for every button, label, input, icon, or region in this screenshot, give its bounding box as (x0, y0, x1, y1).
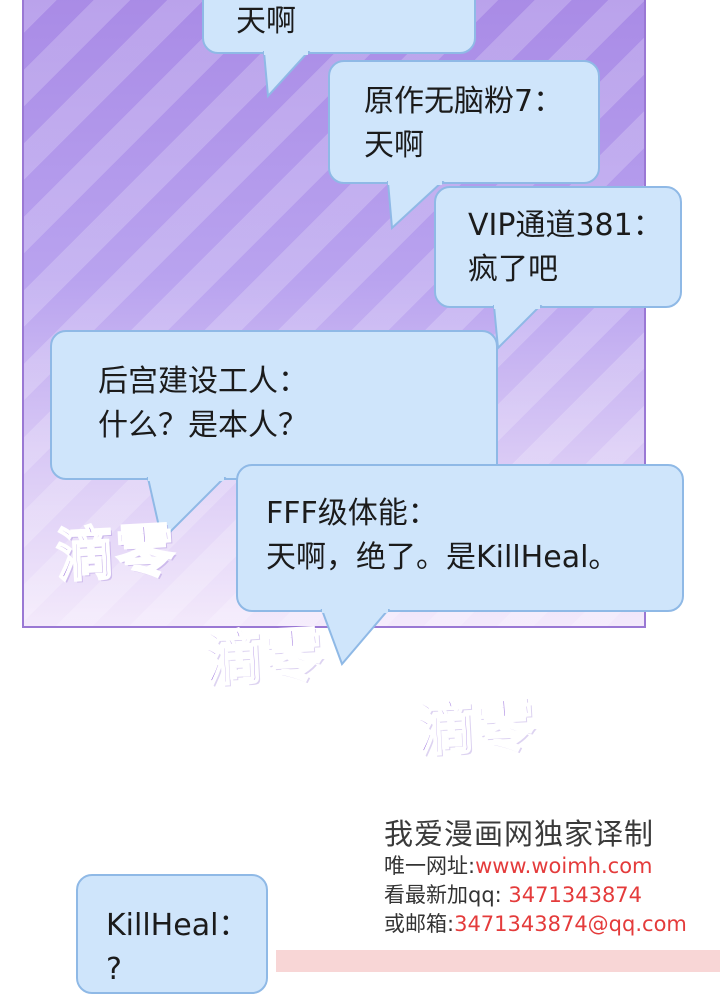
bubble-6-line-2: ? (106, 952, 122, 987)
chat-bubble-1: 天啊 (202, 0, 476, 54)
bubble-4-tail (146, 477, 227, 542)
credit-site-link[interactable]: www.woimh.com (475, 854, 653, 878)
bubble-5-line-1: FFF级体能： (266, 496, 438, 531)
bubble-3-line-1: VIP通道381： (468, 208, 663, 243)
bubble-4-line-1: 后宫建设工人： (98, 364, 308, 399)
bubble-4-line-2: 什么？是本人？ (98, 408, 308, 443)
watermark-text-1: 滴零 (54, 515, 179, 591)
credit-qq-label: 看最新加qq: (384, 883, 509, 907)
bubble-2-tail (386, 181, 445, 231)
chat-bubble-5: FFF级体能： 天啊，绝了。是KillHeal。 (236, 464, 684, 612)
watermark-text-3: 滴零 (414, 689, 539, 765)
bubble-1-line-1: 天啊 (236, 4, 296, 39)
credit-qq-row: 看最新加qq: 3471343874 (384, 881, 706, 910)
credit-mail-label: 或邮箱: (384, 912, 455, 936)
bubble-2-line-2: 天啊 (364, 128, 424, 163)
credit-site-row: 唯一网址:www.woimh.com (384, 852, 706, 881)
credit-qq-number: 3471343874 (508, 883, 643, 907)
credit-mail-row: 或邮箱:3471343874@qq.com (384, 910, 706, 939)
watermark-text-2: 滴零 (202, 619, 327, 695)
bubble-3-line-2: 疯了吧 (468, 252, 558, 287)
bubble-5-line-2: 天啊，绝了。是KillHeal。 (266, 540, 619, 575)
chat-bubble-2: 原作无脑粉7： 天啊 (328, 60, 600, 184)
chat-bubble-3: VIP通道381： 疯了吧 (434, 186, 682, 308)
translator-credit: 我爱漫画网独家译制 唯一网址:www.woimh.com 看最新加qq: 347… (384, 816, 706, 939)
chat-bubble-4: 后宫建设工人： 什么？是本人？ (50, 330, 498, 480)
chat-bubble-6: KillHeal： ? (76, 874, 268, 994)
credit-site-label: 唯一网址: (384, 854, 476, 878)
credit-mail-address[interactable]: 3471343874@qq.com (454, 912, 687, 936)
credit-title: 我爱漫画网独家译制 (384, 817, 655, 851)
bubble-1-tail (262, 51, 311, 99)
bubble-5-tail (320, 609, 391, 666)
next-panel-strip (276, 950, 720, 972)
bubble-3-tail (492, 305, 543, 351)
bubble-6-line-1: KillHeal： (106, 908, 249, 943)
bubble-2-line-1: 原作无脑粉7： (364, 84, 564, 119)
